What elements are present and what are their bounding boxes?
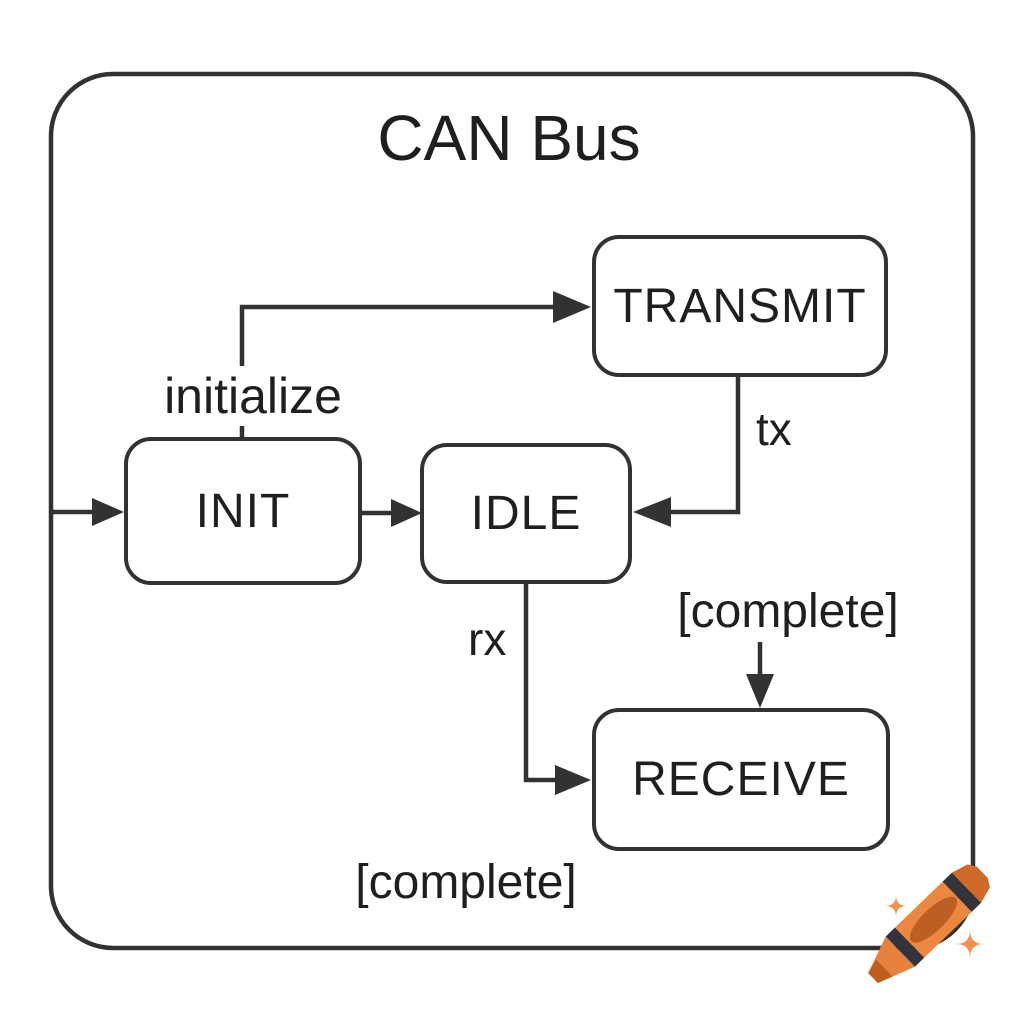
- state-idle-label: IDLE: [470, 487, 582, 540]
- state-transmit: TRANSMIT: [592, 235, 888, 377]
- floating-label-complete: [complete]: [355, 856, 577, 909]
- arrowhead-start-init: [92, 498, 124, 526]
- diagram-title: CAN Bus: [377, 102, 641, 174]
- edge-label-complete: [complete]: [677, 585, 899, 638]
- edge-transmit-idle: [667, 377, 741, 515]
- arrowhead-init-idle: [391, 499, 422, 527]
- edge-label-tx: tx: [756, 403, 792, 455]
- edge-idle-receive: [523, 584, 557, 783]
- crayon-body-shade: [909, 896, 957, 943]
- edge-label-initialize: initialize: [156, 366, 350, 426]
- state-transmit-label: TRANSMIT: [613, 279, 867, 333]
- state-init: INIT: [124, 437, 362, 585]
- sparkle-icon: [956, 930, 984, 958]
- crayon-band-upper: [942, 872, 982, 912]
- sparkle-icon: [885, 895, 907, 917]
- arrowhead-transmit-idle: [633, 497, 671, 527]
- edge-label-rx: rx: [468, 613, 507, 665]
- crayon-icon: [868, 864, 990, 984]
- arrowhead-idle-receive: [555, 765, 591, 795]
- arrowhead-complete-receive: [746, 674, 774, 708]
- crayon-band-lower: [885, 927, 925, 967]
- state-receive-label: RECEIVE: [632, 753, 850, 806]
- state-receive: RECEIVE: [592, 708, 890, 851]
- state-idle: IDLE: [420, 443, 632, 584]
- arrowhead-init-transmit: [553, 291, 591, 323]
- crayon-tip: [868, 959, 893, 984]
- crayon-end: [951, 864, 990, 903]
- state-init-label: INIT: [195, 484, 291, 538]
